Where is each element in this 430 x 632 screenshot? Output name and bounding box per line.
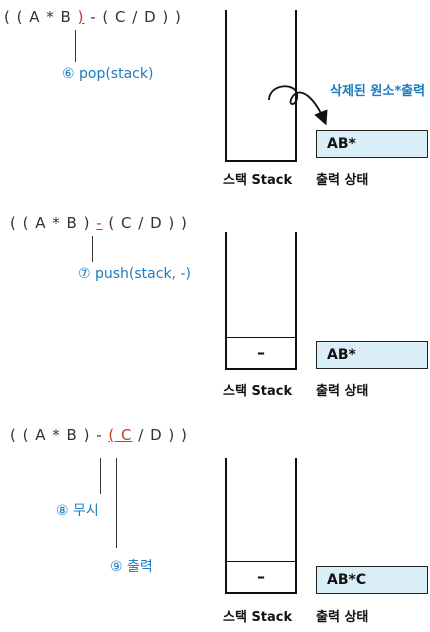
expr-pre: ( ( A * B (4, 8, 78, 26)
stack-box-1 (225, 10, 297, 162)
stack-caption-1: 스택 Stack (223, 173, 293, 188)
output-caption-3: 출력 상태 (316, 610, 369, 625)
stack-box-3: – (225, 458, 297, 594)
expression-step-7: ( ( A * B ) - ( C / D ) ) (10, 214, 188, 232)
stack-cell: – (227, 561, 295, 592)
expr-pre: ( ( A * B ) (10, 214, 97, 232)
expr-highlight: ( C (108, 426, 133, 444)
output-box-2: AB* (316, 341, 428, 369)
stack-caption-2: 스택 Stack (223, 384, 293, 399)
leader-line (92, 236, 93, 262)
output-caption-2: 출력 상태 (316, 384, 369, 399)
stack-cell: – (227, 337, 295, 368)
leader-line (116, 458, 117, 548)
step-label-7: ⑦ push(stack, -) (78, 266, 191, 282)
step-label-8: ⑧ 무시 (56, 503, 99, 519)
step-label-9: ⑨ 출력 (110, 559, 153, 575)
leader-line (100, 458, 101, 494)
deleted-element-note: 삭제된 원소*출력 (330, 84, 426, 99)
output-caption-1: 출력 상태 (316, 173, 369, 188)
expr-post: - ( C / D ) ) (84, 8, 182, 26)
stack-caption-3: 스택 Stack (223, 610, 293, 625)
expression-step-6: ( ( A * B ) - ( C / D ) ) (4, 8, 182, 26)
leader-line (75, 30, 76, 62)
expr-highlight: - (96, 214, 103, 232)
expression-step-8-9: ( ( A * B ) - ( C / D ) ) (10, 426, 188, 444)
output-box-3: AB*C (316, 566, 428, 594)
expr-highlight: ) (77, 8, 85, 26)
output-box-1: AB* (316, 130, 428, 158)
stack-box-2: – (225, 232, 297, 370)
expr-post: / D ) ) (132, 426, 188, 444)
arrow-curve-icon (268, 85, 328, 126)
expr-pre: ( ( A * B ) - (10, 426, 109, 444)
expr-post: ( C / D ) ) (102, 214, 188, 232)
step-label-6: ⑥ pop(stack) (62, 66, 154, 82)
